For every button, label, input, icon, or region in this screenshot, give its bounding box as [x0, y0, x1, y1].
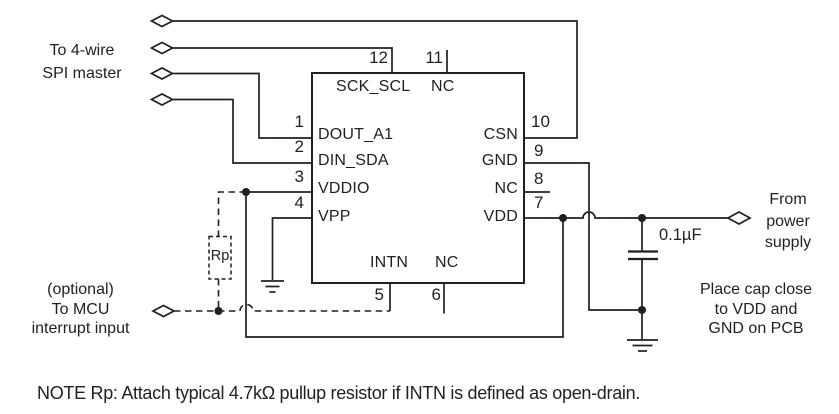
- mcu-interrupt-label: (optional) To MCU interrupt input: [8, 280, 153, 339]
- junction-dot: [242, 188, 250, 196]
- spi-master-line2: SPI master: [42, 65, 122, 82]
- power-supply-label: From power supply: [748, 189, 828, 254]
- wire-vddio-to-vdd: [245, 191, 564, 338]
- junction-dots: [214, 188, 646, 315]
- power-supply-line1: From: [769, 191, 807, 208]
- cap-placement-line3: GND on PCB: [708, 320, 804, 338]
- rp-label: Rp: [210, 248, 230, 264]
- mcu-interrupt-line3: interrupt input: [31, 320, 130, 338]
- pin-label-intn: INTN: [370, 254, 409, 271]
- cap-value-label: 0.1µF: [659, 226, 702, 244]
- rp-lead-top: [217, 191, 246, 237]
- rp-resistor-box: [208, 235, 232, 280]
- ic-chip-body: [311, 72, 525, 284]
- wire-gnd: [524, 162, 642, 311]
- connector-diamond-spi-3: [149, 67, 175, 80]
- pin-number-1: 1: [294, 112, 304, 131]
- pin-label-din-sda: DIN_SDA: [318, 152, 389, 169]
- pin-label-nc-11: NC: [431, 78, 455, 95]
- pin-number-12: 12: [369, 48, 388, 67]
- junction-dot: [559, 214, 567, 222]
- connector-diamonds: [149, 14, 752, 318]
- pin-label-vddio: VDDIO: [318, 180, 370, 197]
- pin-number-5: 5: [374, 285, 384, 304]
- connector-diamond-spi-1: [149, 14, 175, 28]
- pin-number-6: 6: [431, 285, 441, 304]
- connector-diamond-power: [726, 211, 752, 225]
- connector-diamond-spi-2: [149, 41, 175, 55]
- wire-intn-dashed: [174, 303, 390, 312]
- pin-number-2: 2: [294, 137, 304, 156]
- pin-label-vpp: VPP: [318, 208, 351, 225]
- power-supply-line3: supply: [764, 234, 812, 251]
- pin-number-7: 7: [534, 193, 544, 212]
- capacitor-icon: [628, 250, 658, 261]
- pin-number-3: 3: [294, 167, 304, 186]
- wire-sck-scl: [173, 47, 393, 73]
- pin-label-gnd: GND: [481, 152, 518, 169]
- note-text: NOTE Rp: Attach typical 4.7kΩ pullup res…: [37, 383, 641, 403]
- pin-number-9: 9: [534, 141, 544, 160]
- pin-number-11: 11: [425, 48, 443, 67]
- pin-label-sck-scl: SCK_SCL: [336, 78, 411, 95]
- spi-master-line1: To 4-wire: [49, 42, 115, 59]
- pin-label-nc-8: NC: [494, 180, 518, 197]
- cap-placement-note: Place cap close to VDD and GND on PCB: [686, 280, 826, 339]
- pin-label-vdd: VDD: [483, 208, 518, 225]
- junction-dot: [214, 307, 223, 315]
- ground-symbol-vpp: [261, 280, 284, 293]
- wire-vdd: [524, 211, 728, 219]
- pin-label-csn: CSN: [483, 126, 518, 143]
- connector-diamond-interrupt: [151, 304, 176, 318]
- junction-dot: [638, 214, 646, 222]
- pin-number-8: 8: [534, 169, 544, 188]
- junction-dot: [638, 306, 646, 314]
- power-supply-line2: power: [766, 212, 810, 230]
- spi-master-label: To 4-wire SPI master: [18, 39, 146, 85]
- cap-placement-line2: to VDD and: [714, 300, 798, 318]
- mcu-interrupt-line1: (optional): [47, 281, 114, 298]
- pin-number-10: 10: [531, 112, 550, 131]
- wire-din: [173, 98, 312, 164]
- wire-dout: [173, 72, 312, 139]
- pin-label-dout-a1: DOUT_A1: [318, 126, 394, 143]
- wire-csn: [173, 20, 578, 139]
- ground-symbol-cap: [627, 339, 658, 352]
- cap-placement-line1: Place cap close: [699, 281, 813, 298]
- mcu-interrupt-line2: To MCU: [51, 300, 110, 318]
- pin-label-nc-6: NC: [435, 254, 459, 271]
- wire-vpp: [271, 217, 312, 280]
- pin-number-4: 4: [294, 193, 304, 212]
- connector-diamond-spi-4: [149, 93, 175, 106]
